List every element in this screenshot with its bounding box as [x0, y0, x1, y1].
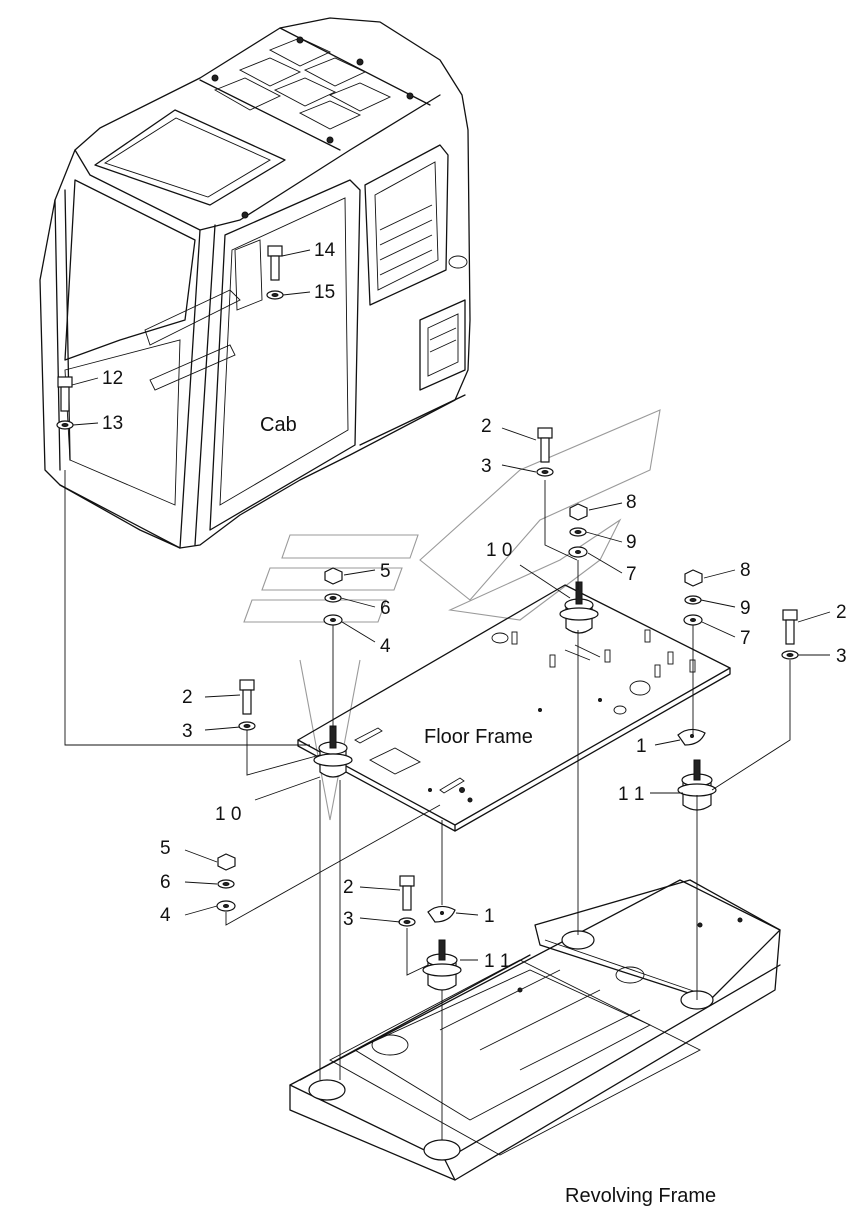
- callout-2: 2: [481, 416, 492, 437]
- callout-15: 15: [314, 282, 335, 303]
- callout-8: 8: [740, 560, 751, 581]
- bolt-2-top: [537, 427, 553, 463]
- callout-3: 3: [836, 646, 847, 667]
- callout-11: 1 1: [484, 951, 510, 972]
- floor-frame-label: Floor Frame: [424, 726, 533, 748]
- callout-10: 1 0: [215, 804, 241, 825]
- callout-7: 7: [740, 628, 751, 649]
- washer-7-a: [568, 546, 588, 558]
- washer-4-a: [323, 614, 343, 626]
- callout-5: 5: [160, 838, 171, 859]
- callout-14: 14: [314, 240, 336, 261]
- callout-9: 9: [626, 532, 637, 553]
- washer-3-right: [781, 650, 799, 660]
- cab-label: Cab: [260, 414, 297, 436]
- floor-frame-plate: [297, 584, 731, 832]
- bolt-2-bottom: [399, 875, 415, 911]
- mount-10-right: [559, 581, 599, 634]
- callout-1: 1: [484, 906, 495, 927]
- bolt-2-left: [239, 679, 255, 715]
- callout-4: 4: [160, 905, 171, 926]
- leader-lines: [64, 249, 831, 1140]
- callout-2: 2: [343, 877, 354, 898]
- washer-6-a: [324, 593, 342, 603]
- callout-10: 1 0: [486, 540, 512, 561]
- bolt-14: [267, 245, 283, 281]
- mount-10-left: [313, 725, 353, 778]
- washer-9-a: [569, 527, 587, 537]
- callout-9: 9: [740, 598, 751, 619]
- bolt-12: [57, 376, 73, 412]
- callout-8: 8: [626, 492, 637, 513]
- washer-15: [266, 290, 284, 300]
- washer-3-bottom: [398, 917, 416, 927]
- component-labels: Cab Floor Frame Revolving Frame: [260, 414, 716, 1207]
- nut-5-b: [217, 853, 236, 871]
- washer-7-b: [683, 614, 703, 626]
- washer-4-b: [216, 900, 236, 912]
- callout-7: 7: [626, 564, 637, 585]
- washer-13: [56, 420, 74, 430]
- callout-11: 1 1: [618, 784, 644, 805]
- mount-11-bottom: [422, 939, 462, 991]
- callout-4: 4: [380, 636, 391, 657]
- callout-2: 2: [182, 687, 193, 708]
- callout-12: 12: [102, 368, 123, 389]
- washer-3-top: [536, 467, 554, 477]
- part-callouts: 14 15 12 13 2 3 8 9 1 0 7 5 6 4 8 9 7 2 …: [102, 240, 847, 972]
- washer-6-b: [217, 879, 235, 889]
- callout-6: 6: [380, 598, 391, 619]
- callout-3: 3: [343, 909, 354, 930]
- callout-5: 5: [380, 561, 391, 582]
- revolving-frame-label: Revolving Frame: [565, 1185, 716, 1207]
- nut-8-a: [569, 503, 588, 521]
- washer-3-left: [238, 721, 256, 731]
- callout-2: 2: [836, 602, 847, 623]
- washer-9-b: [684, 595, 702, 605]
- plate-1-right: [677, 728, 706, 746]
- plate-1-bottom: [427, 905, 456, 923]
- callout-3: 3: [182, 721, 193, 742]
- nut-8-b: [684, 569, 703, 587]
- bolt-2-right: [782, 609, 798, 645]
- callout-6: 6: [160, 872, 171, 893]
- callout-1: 1: [636, 736, 647, 757]
- nut-5-a: [324, 567, 343, 585]
- callout-13: 13: [102, 413, 123, 434]
- revolving-frame: [289, 879, 781, 1181]
- watermark-logo: [243, 409, 661, 821]
- callout-3: 3: [481, 456, 492, 477]
- cab-assembly: [39, 17, 471, 549]
